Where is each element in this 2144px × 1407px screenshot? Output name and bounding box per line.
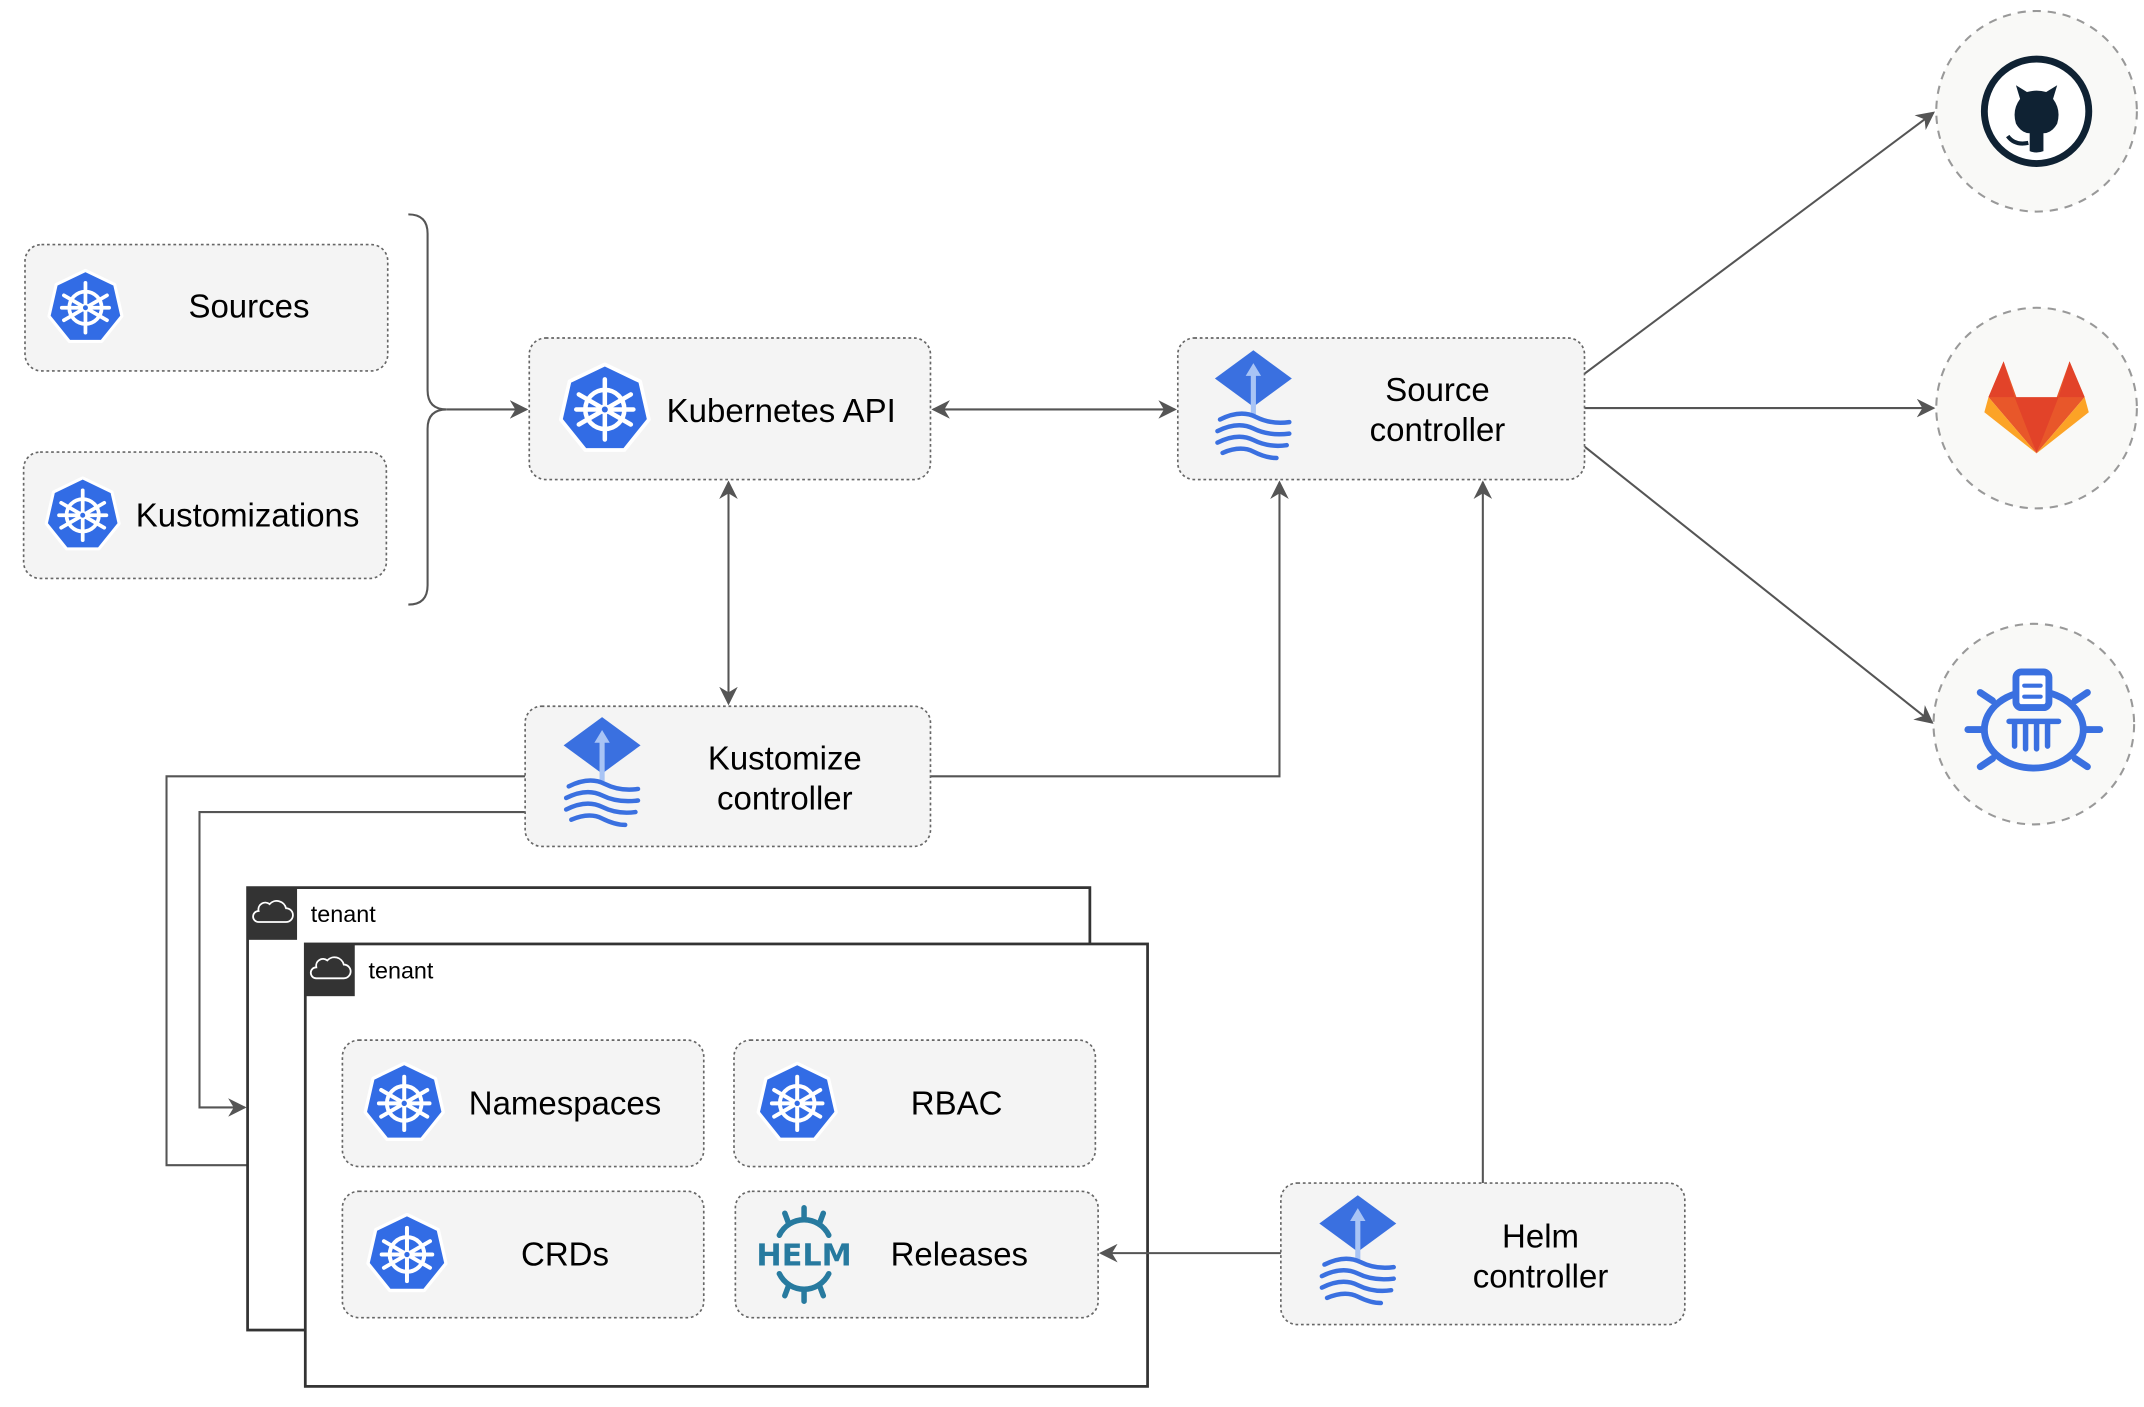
node-kubernetes-api[interactable]: Kubernetes API — [528, 337, 932, 481]
node-label-line-1: Kustomize — [708, 739, 862, 776]
kubernetes-icon — [365, 1212, 448, 1293]
node-label: Namespaces — [469, 1084, 661, 1121]
gitlab-source[interactable] — [1935, 306, 2138, 510]
node-rbac[interactable]: RBAC — [733, 1039, 1097, 1168]
edge-kustomize-to-source — [930, 480, 1289, 778]
node-label-line-1: Helm — [1502, 1218, 1579, 1255]
edge-source-to-bucket — [1583, 445, 1934, 724]
gitlab-icon — [1984, 361, 2089, 454]
tenant-label: tenant — [311, 901, 376, 927]
helm-logo-text: HELM — [756, 1238, 851, 1273]
node-label-line-2: controller — [717, 779, 853, 816]
edge-kustomize-to-tenant-2 — [165, 775, 526, 1175]
node-label: Sources — [188, 287, 309, 324]
node-label: Kubernetes API — [667, 392, 896, 429]
node-label-line-2: controller — [1370, 411, 1506, 448]
edge-source-to-github — [1583, 111, 1935, 375]
node-kustomize-controller[interactable]: Kustomize controller — [524, 705, 932, 848]
node-namespaces[interactable]: Namespaces — [341, 1039, 705, 1168]
edge-kustomize-to-tenant-1 — [198, 811, 526, 1117]
cloud-icon — [252, 900, 294, 923]
kubernetes-icon — [363, 1061, 446, 1142]
bucket-source[interactable] — [1932, 622, 2136, 826]
node-label: Releases — [891, 1235, 1028, 1272]
node-label: RBAC — [911, 1084, 1003, 1121]
node-label-line-2: controller — [1473, 1257, 1609, 1294]
brace — [408, 213, 447, 606]
node-kustomizations[interactable]: Kustomizations — [22, 451, 388, 580]
github-source[interactable] — [1935, 9, 2138, 213]
bucket-icon — [1964, 668, 2104, 772]
node-source-controller[interactable]: Source controller — [1176, 337, 1586, 481]
node-releases[interactable]: HELM Releases — [734, 1190, 1099, 1319]
github-icon — [1980, 55, 2093, 167]
node-label: CRDs — [521, 1235, 609, 1272]
tenant-label: tenant — [369, 957, 434, 983]
kubernetes-icon — [47, 268, 124, 344]
kubernetes-icon — [561, 364, 649, 450]
kubernetes-icon — [756, 1061, 839, 1142]
node-crds[interactable]: CRDs — [341, 1190, 705, 1319]
node-helm-controller[interactable]: Helm controller — [1280, 1182, 1686, 1326]
node-label: Kustomizations — [136, 496, 360, 533]
node-label-line-1: Source — [1385, 371, 1489, 408]
kubernetes-icon — [44, 476, 122, 551]
node-sources[interactable]: Sources — [24, 243, 389, 372]
cloud-icon — [309, 956, 352, 980]
